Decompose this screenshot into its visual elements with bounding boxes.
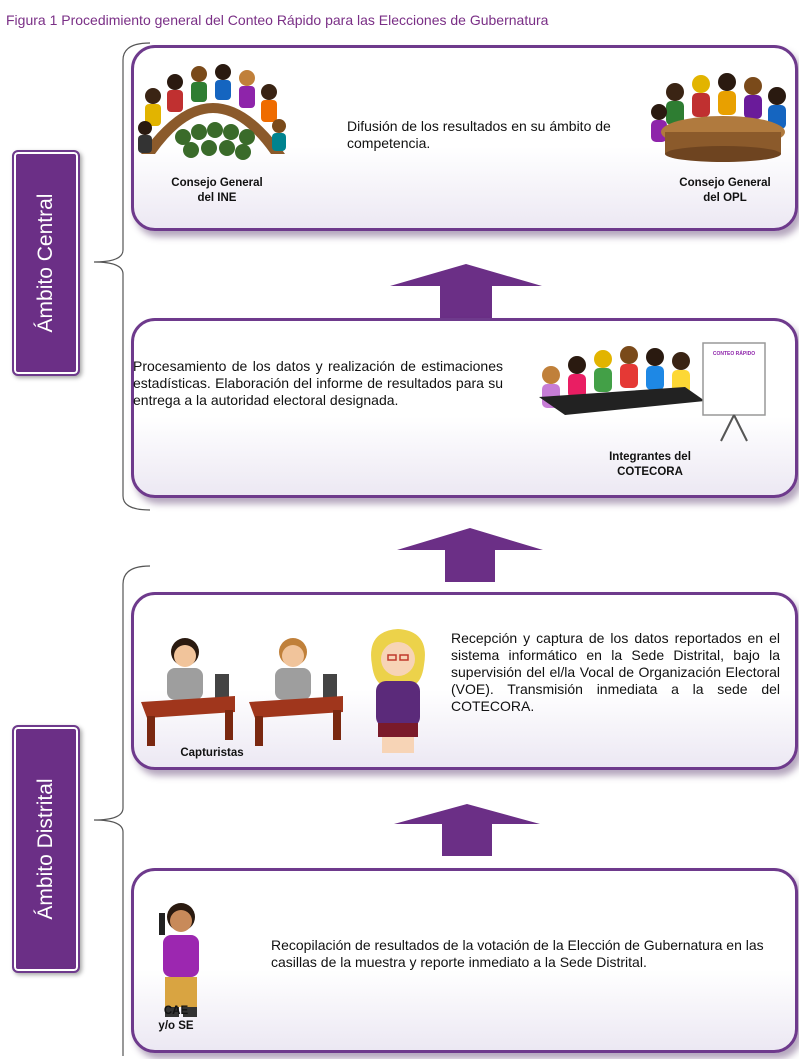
recepcion-box [131, 592, 798, 770]
recepcion-text: Recepción y captura de los datos reporta… [451, 630, 780, 714]
difusion-text: Difusión de los resultados en su ámbito … [347, 118, 611, 151]
ine-council-caption: Consejo General del INE [152, 176, 282, 206]
procesamiento-box [131, 318, 798, 498]
cae-caption: CAE y/o SE [150, 1004, 202, 1034]
ine-council-illustration [138, 64, 286, 160]
capturistas-caption: Capturistas [180, 747, 244, 759]
central-section-text: Ámbito Central [34, 193, 57, 333]
distrital-section-text: Ámbito Distrital [34, 778, 57, 920]
recopilacion-box [131, 868, 798, 1053]
recopilacion-text: Recopilación de resultados de la votació… [271, 937, 764, 970]
opl-council-illustration [651, 73, 786, 162]
up-arrow-3 [394, 804, 540, 856]
board-label: CONTEO RÁPIDO [713, 350, 755, 357]
cae-caption-line1: CAE [163, 1005, 189, 1017]
procesamiento-text: Procesamiento de los datos y realización… [133, 358, 503, 408]
opl-council-caption: Consejo General del OPL [655, 176, 795, 206]
up-arrow-1 [390, 264, 542, 320]
cotecora-caption-line1: Integrantes del [609, 451, 691, 463]
supervisor-illustration [371, 629, 425, 753]
cotecora-caption: Integrantes del COTECORA [580, 450, 720, 480]
capturistas-illustration [141, 638, 343, 746]
ine-caption-line1: Consejo General [171, 177, 263, 189]
cotecora-illustration: CONTEO RÁPIDO [539, 342, 766, 442]
figure-title: Figura 1 Procedimiento general del Conte… [6, 12, 549, 28]
central-section-label: Ámbito Central [12, 150, 80, 376]
cotecora-caption-line2: COTECORA [617, 466, 683, 478]
opl-caption-line1: Consejo General [679, 177, 771, 189]
cae-illustration [159, 903, 199, 1017]
opl-caption-line2: del OPL [703, 192, 747, 204]
distrital-section-label: Ámbito Distrital [12, 725, 80, 973]
cae-caption-line2: y/o SE [158, 1020, 194, 1032]
up-arrow-2 [397, 528, 543, 582]
ine-caption-line2: del INE [197, 192, 237, 204]
